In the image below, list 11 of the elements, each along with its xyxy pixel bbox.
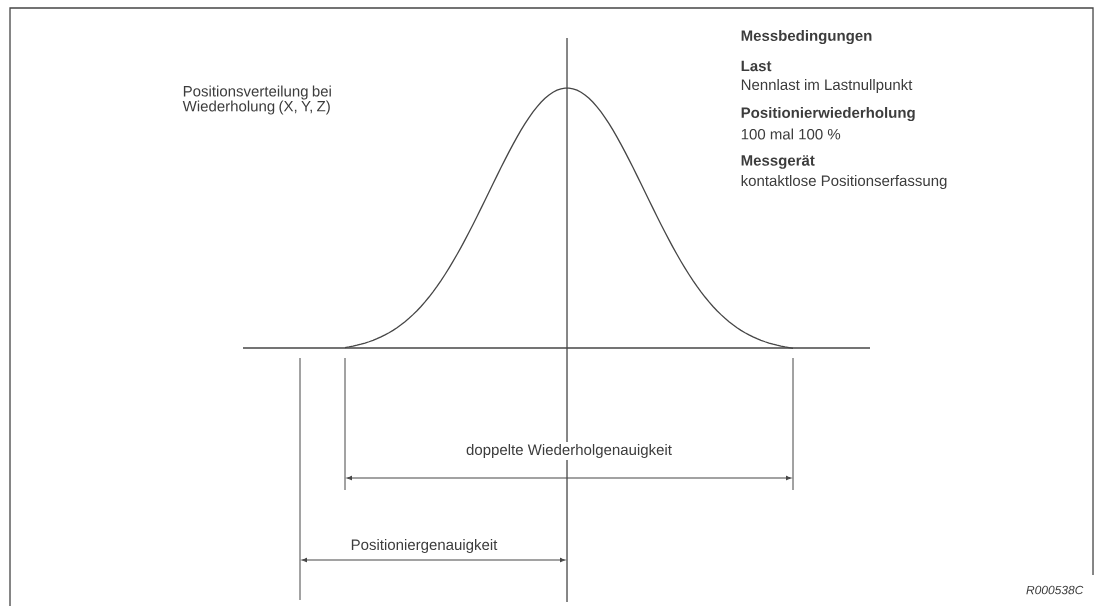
condition-heading: Positionierwiederholung bbox=[741, 107, 915, 122]
condition-heading: Messgerät bbox=[741, 155, 815, 169]
condition-text: kontaktlose Positionserfassung bbox=[741, 175, 947, 189]
condition-text: 100 mal 100 % bbox=[741, 128, 841, 140]
curve-caption: Positionsverteilung bei Wiederholung (X, Y, Z) bbox=[182, 85, 331, 115]
heading: Messbedingungen bbox=[741, 30, 872, 45]
condition-text: Nennlast im Lastnullpunkt bbox=[741, 79, 913, 93]
condition-heading: Last bbox=[741, 60, 772, 72]
dimension-label: doppelte Wiederholgenauigkeit bbox=[464, 442, 674, 460]
dimension-label: Positioniergenauigkeit bbox=[348, 537, 500, 555]
figure-number: R000538C bbox=[1026, 585, 1084, 595]
